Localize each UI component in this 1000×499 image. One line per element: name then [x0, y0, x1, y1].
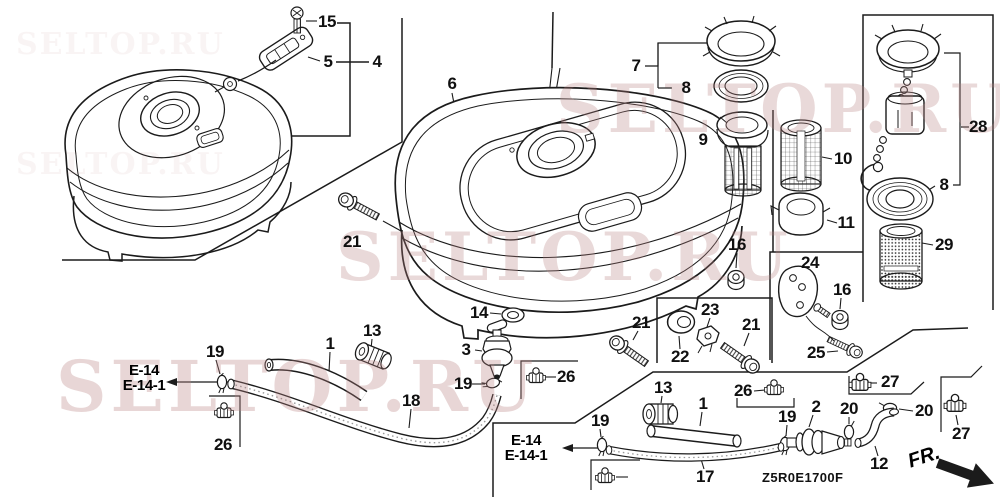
- washer-14: [501, 307, 525, 323]
- fuel-hose-17: [605, 442, 785, 462]
- gauge-screw: [290, 6, 304, 34]
- diagram-part-code: Z5R0E1700F: [762, 470, 844, 485]
- filter-screen: [780, 119, 822, 192]
- nut-16a: [727, 269, 745, 291]
- nut-16b: [831, 309, 849, 331]
- filter-cup: [879, 223, 923, 290]
- bolt-21b: [605, 331, 652, 371]
- clip-23: [696, 325, 720, 354]
- fuel-hose-1a: [264, 358, 368, 401]
- fuel-hose-1b: [646, 424, 742, 448]
- setting-plate: [777, 265, 835, 342]
- section-borders: [62, 11, 994, 497]
- fuel-level-gauge: [214, 26, 314, 93]
- reference-e14-right: E-14 E-14-1: [496, 433, 556, 463]
- clamp-27b: [943, 393, 967, 413]
- cap-chain-assembly: [860, 23, 942, 192]
- fuel-hose-12: [854, 407, 900, 449]
- fr-direction-arrow: [935, 458, 994, 488]
- tube-joint-13a: [354, 342, 392, 370]
- left-fuel-tank: [64, 69, 293, 262]
- cap-gasket: [713, 69, 769, 103]
- reference-line: E-14: [510, 432, 542, 449]
- bolt-21c: [717, 338, 764, 378]
- filter-collar: [770, 192, 831, 236]
- clamp-26a: [213, 402, 235, 419]
- clamp-26d: [594, 467, 616, 484]
- e14-arrow-right: [562, 444, 601, 452]
- grommet-22: [666, 310, 696, 334]
- cap-gasket-2: [866, 177, 934, 221]
- reference-e14-left: E-14 E-14-1: [114, 363, 174, 393]
- clip-19c: [596, 435, 608, 457]
- reference-line: E-14: [128, 362, 160, 379]
- reference-line: E-14-1: [504, 447, 548, 464]
- main-fuel-tank: [394, 86, 745, 340]
- fuel-filter-2: [786, 428, 852, 456]
- fuel-valve: [481, 319, 513, 380]
- fuel-filler-cap: [702, 15, 781, 67]
- tube-joint-13b: [642, 403, 679, 425]
- fuel-strainer: [716, 111, 769, 197]
- reference-line: E-14-1: [122, 377, 166, 394]
- bolt-21a: [335, 189, 382, 225]
- clamp-27a: [848, 372, 872, 392]
- clamp-26b: [525, 367, 547, 384]
- bolt-25: [825, 332, 866, 362]
- fuel-hose-18: [227, 378, 502, 448]
- clamp-26c: [763, 379, 785, 396]
- clip-19a: [216, 372, 228, 394]
